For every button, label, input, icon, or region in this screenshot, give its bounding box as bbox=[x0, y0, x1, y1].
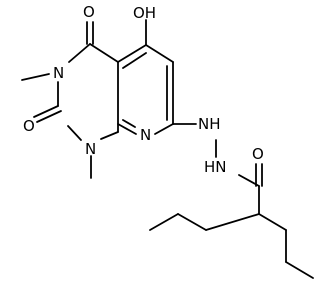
hydrazine-nh-label: NH bbox=[198, 115, 221, 133]
bond-c7-n8 bbox=[154, 123, 174, 135]
bond-n3-methyl bbox=[21, 73, 50, 81]
bond-ch-left1 bbox=[205, 213, 260, 231]
carbonyl-o4-label: O bbox=[83, 3, 95, 21]
amide-o-label: O bbox=[252, 145, 264, 163]
hydrazine-hn-label: HN bbox=[204, 158, 227, 176]
n8-label: N bbox=[140, 126, 151, 144]
bond-ch-right1 bbox=[258, 213, 287, 231]
bond-left2-left3 bbox=[149, 213, 179, 231]
bond-n1-c8a bbox=[100, 131, 119, 140]
bond-c4a-c5-inner bbox=[122, 52, 147, 69]
bond-c4a-c4 bbox=[89, 43, 119, 63]
bond-c2-o-b bbox=[36, 110, 62, 123]
bond-n8-c8a-inner bbox=[122, 119, 136, 128]
bond-n8-c8a bbox=[117, 123, 137, 135]
bond-left1-left2 bbox=[177, 213, 207, 231]
carbonyl-o2-label: O bbox=[23, 117, 35, 135]
hydroxyl-label: OH bbox=[133, 4, 156, 22]
bond-c4a-c5 bbox=[117, 44, 147, 63]
bond-c2-o-a bbox=[33, 105, 59, 118]
bond-c2-n1 bbox=[67, 125, 82, 141]
n1-label: N bbox=[85, 140, 96, 158]
bond-c4-n3 bbox=[68, 43, 91, 63]
bond-right2-right3 bbox=[285, 261, 314, 279]
n3-label: N bbox=[53, 64, 64, 82]
bond-c5-c6 bbox=[145, 44, 174, 63]
